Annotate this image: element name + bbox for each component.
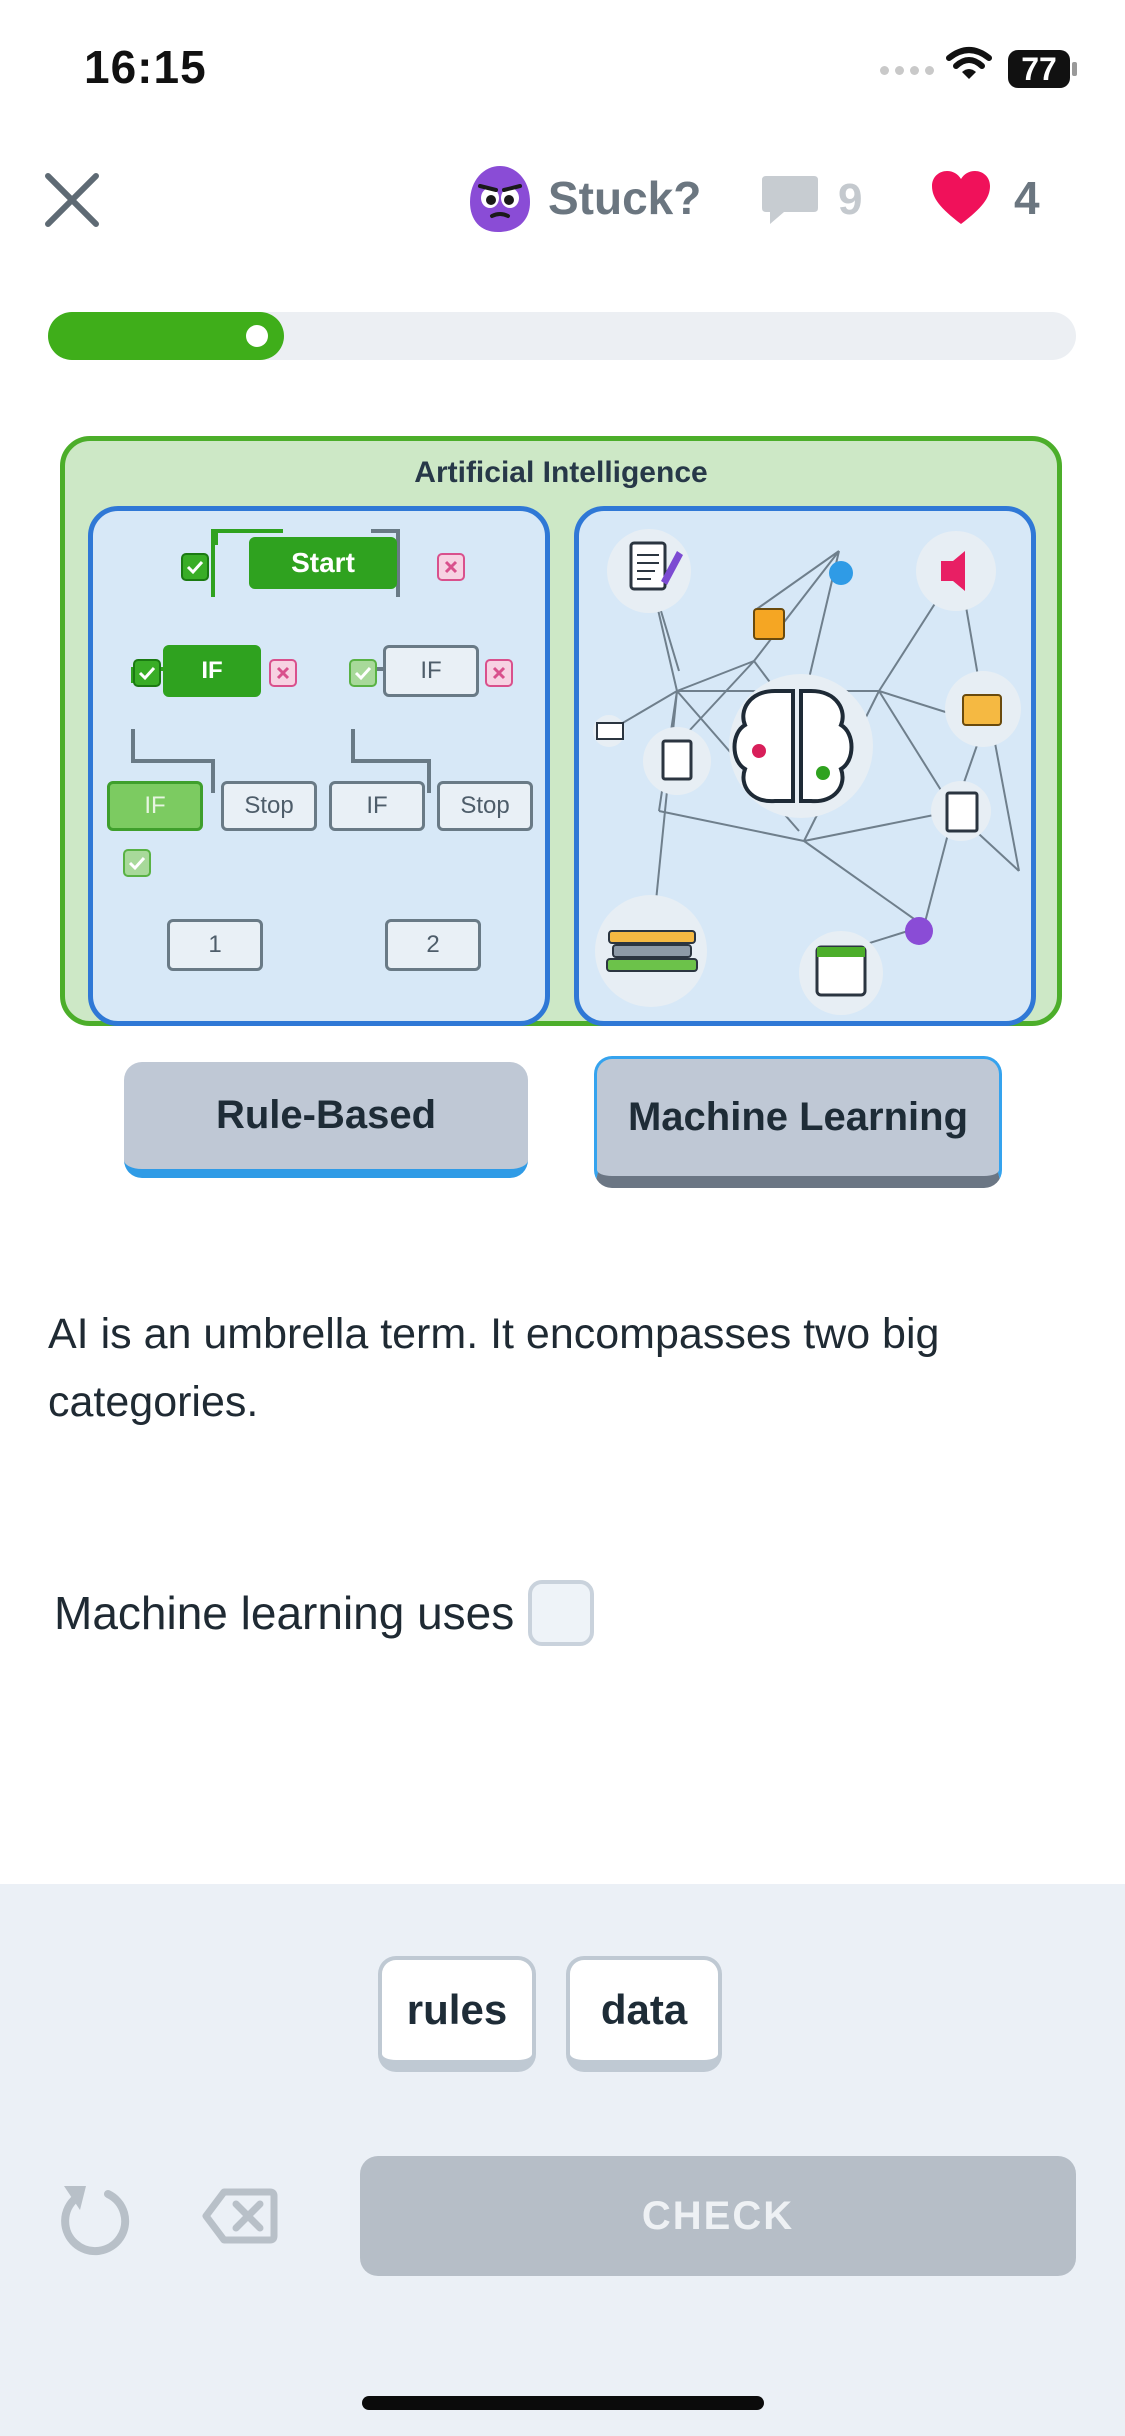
ai-diagram-title: Artificial Intelligence: [414, 456, 708, 489]
fill-in-blank-sentence: Machine learning uses: [54, 1580, 595, 1646]
check-icon: [349, 659, 377, 687]
flowchart-output-node: 1: [167, 919, 263, 971]
heart-icon: [932, 171, 990, 224]
cellular-signal-icon: [880, 66, 934, 75]
hearts-indicator[interactable]: 4: [930, 170, 1040, 226]
rule-based-flowchart-panel: Start IF IF IF Stop IF Stop 1 2: [88, 506, 550, 1026]
ml-network-illustration: [593, 529, 1021, 1015]
check-icon: [133, 659, 161, 687]
stuck-label: Stuck?: [548, 172, 702, 224]
cross-icon: [437, 553, 465, 581]
lesson-description: AI is an umbrella term. It encompasses t…: [48, 1310, 940, 1426]
word-chip-rules[interactable]: rules: [378, 1956, 536, 2072]
machine-learning-category-button[interactable]: Machine Learning: [594, 1056, 1002, 1188]
flowchart-stop-node: Stop: [221, 781, 317, 831]
lesson-progress-bar: [48, 312, 1076, 360]
flowchart-if-node: IF: [329, 781, 425, 831]
home-indicator[interactable]: [362, 2396, 764, 2410]
backspace-button[interactable]: [202, 2186, 278, 2251]
word-chip-data[interactable]: data: [566, 1956, 722, 2072]
comment-icon: [762, 176, 818, 224]
battery-indicator: 77: [1008, 50, 1070, 88]
stuck-mascot-icon: [470, 166, 530, 232]
comment-count: 9: [838, 175, 863, 224]
stuck-help-button[interactable]: Stuck?: [466, 162, 701, 234]
undo-icon: [61, 2186, 130, 2256]
check-button[interactable]: CHECK: [360, 2156, 1076, 2276]
cross-icon: [485, 659, 513, 687]
comments-button[interactable]: 9: [760, 172, 862, 228]
heart-count: 4: [1014, 172, 1040, 224]
answer-blank[interactable]: [528, 1580, 595, 1646]
close-icon: [45, 173, 99, 227]
flowchart-output-node: 2: [385, 919, 481, 971]
rule-based-category-button[interactable]: Rule-Based: [124, 1062, 528, 1178]
machine-learning-network-panel: [574, 506, 1036, 1026]
check-icon: [181, 553, 209, 581]
flowchart-if-node: IF: [163, 645, 261, 697]
flowchart-start-node: Start: [249, 537, 397, 589]
flowchart-if-node: IF: [107, 781, 203, 831]
cross-icon: [269, 659, 297, 687]
progress-highlight: [246, 325, 268, 347]
fill-in-prompt: Machine learning uses: [54, 1587, 515, 1639]
flowchart-if-node: IF: [383, 645, 479, 697]
wifi-icon: [946, 46, 992, 87]
progress-fill: [48, 312, 284, 360]
status-time: 16:15: [84, 41, 207, 93]
close-button[interactable]: [40, 168, 104, 232]
backspace-icon: [202, 2188, 278, 2244]
undo-button[interactable]: [56, 2176, 132, 2261]
flowchart-stop-node: Stop: [437, 781, 533, 831]
battery-cap: [1072, 62, 1077, 76]
check-icon: [123, 849, 151, 877]
